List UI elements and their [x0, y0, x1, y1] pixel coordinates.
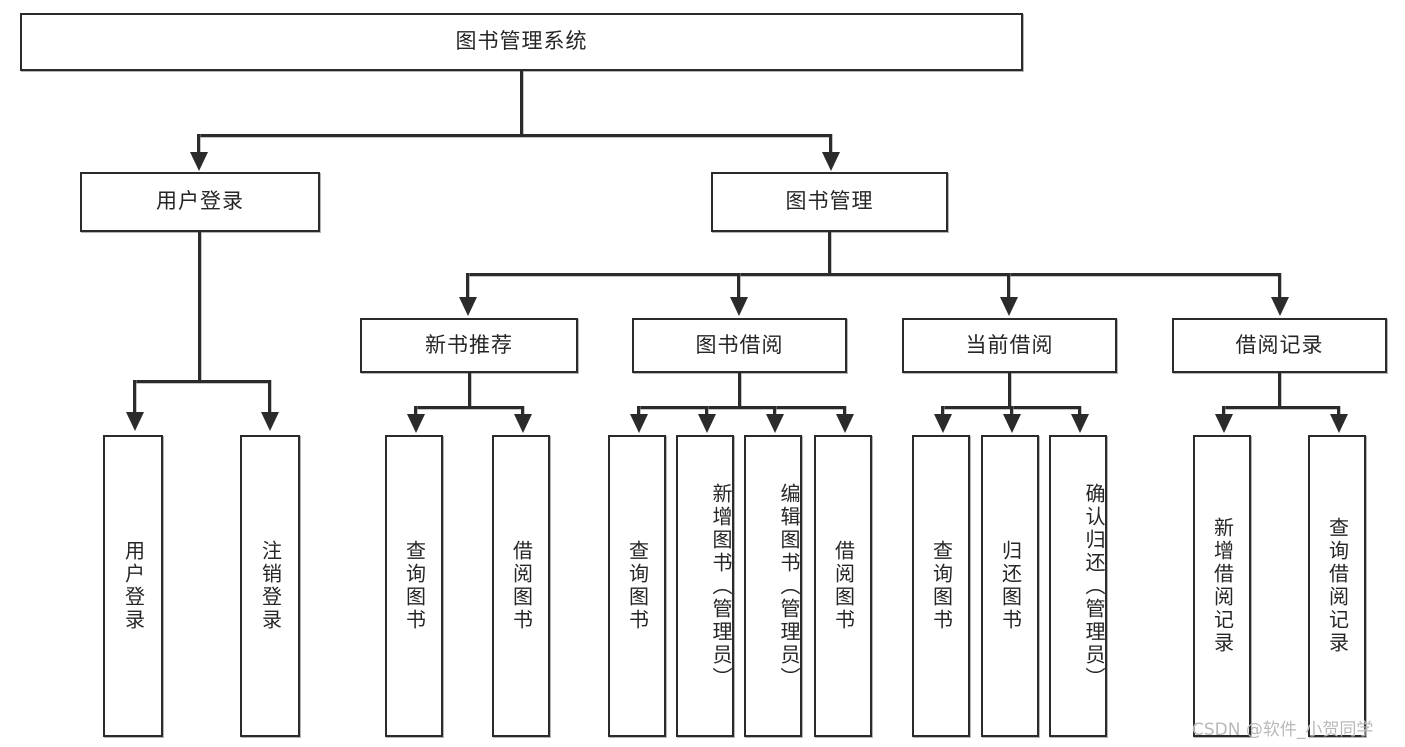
- connector-new-book-recommend-drop-1: [414, 406, 417, 416]
- arrowhead-leaf-borrow-book-1: [514, 414, 532, 433]
- node-current-borrow-label: 当前借阅: [965, 332, 1054, 357]
- arrowhead-leaf-add-book: [698, 414, 716, 433]
- node-leaf-query-book-1[interactable]: 查询图书: [385, 435, 443, 737]
- connector-book-manage-stem: [828, 232, 831, 273]
- connector-root-stem: [520, 71, 523, 134]
- connector-current-borrow-drop-3: [1078, 406, 1081, 416]
- connector-new-book-recommend-drop-2: [521, 406, 524, 416]
- node-user-login-label: 用户登录: [156, 189, 244, 214]
- connector-user-login-drop-1: [133, 380, 136, 413]
- node-leaf-add-book[interactable]: 新增图书（管理员）: [676, 435, 734, 737]
- arrowhead-leaf-query-record: [1330, 414, 1348, 433]
- connector-book-borrow-drop-3: [773, 406, 776, 416]
- node-leaf-user-login-label: 用户登录: [121, 540, 146, 632]
- arrowhead-leaf-user-login: [126, 412, 144, 431]
- arrowhead-leaf-edit-book: [766, 414, 784, 433]
- node-leaf-edit-book[interactable]: 编辑图书（管理员）: [744, 435, 802, 737]
- connector-root-to-book-manage: [829, 134, 832, 154]
- node-leaf-query-book-3[interactable]: 查询图书: [912, 435, 970, 737]
- arrowhead-leaf-confirm-return: [1071, 414, 1089, 433]
- arrowhead-book-borrow: [730, 297, 748, 316]
- connector-book-manage-drop-1: [466, 273, 469, 298]
- connector-book-borrow-stem: [738, 373, 741, 406]
- node-leaf-confirm-return-label: 确认归还（管理员）: [1082, 482, 1106, 690]
- node-leaf-query-book-3-label: 查询图书: [929, 540, 954, 632]
- arrowhead-leaf-add-record: [1215, 414, 1233, 433]
- connector-current-borrow-stem: [1008, 373, 1011, 406]
- connector-book-manage-drop-4: [1278, 273, 1281, 298]
- node-root-label: 图书管理系统: [455, 29, 588, 54]
- connector-borrow-record-stem: [1278, 373, 1281, 406]
- node-new-book-recommend[interactable]: 新书推荐: [360, 318, 578, 373]
- node-leaf-user-logout[interactable]: 注销登录: [240, 435, 300, 737]
- connector-root-bus: [197, 134, 832, 137]
- arrowhead-leaf-query-book-3: [934, 414, 952, 433]
- connector-book-manage-bus: [466, 273, 1281, 276]
- connector-new-book-recommend-stem: [468, 373, 471, 406]
- connector-book-manage-drop-2: [737, 273, 740, 298]
- connector-book-manage-drop-3: [1007, 273, 1010, 298]
- node-leaf-borrow-book-1[interactable]: 借阅图书: [492, 435, 550, 737]
- arrowhead-leaf-borrow-book-2: [836, 414, 854, 433]
- connector-user-login-bus: [133, 380, 270, 383]
- node-leaf-borrow-book-1-label: 借阅图书: [509, 540, 534, 632]
- node-borrow-record-label: 借阅记录: [1235, 332, 1324, 357]
- arrowhead-borrow-record: [1271, 297, 1289, 316]
- arrowhead-user-login: [190, 152, 208, 171]
- node-leaf-add-book-label: 新增图书（管理员）: [709, 482, 733, 690]
- node-user-login[interactable]: 用户登录: [80, 172, 320, 232]
- connector-borrow-record-bus: [1222, 406, 1340, 409]
- connector-book-borrow-drop-1: [637, 406, 640, 416]
- node-borrow-record[interactable]: 借阅记录: [1172, 318, 1387, 373]
- arrowhead-leaf-return-book: [1003, 414, 1021, 433]
- node-leaf-user-logout-label: 注销登录: [258, 540, 283, 632]
- connector-root-to-user-login: [197, 134, 200, 154]
- node-leaf-query-book-1-label: 查询图书: [402, 540, 427, 632]
- node-leaf-query-book-2-label: 查询图书: [625, 540, 650, 632]
- node-leaf-add-record-label: 新增借阅记录: [1210, 517, 1235, 655]
- arrowhead-current-borrow: [1000, 297, 1018, 316]
- node-leaf-query-record-label: 查询借阅记录: [1325, 517, 1350, 655]
- node-book-borrow[interactable]: 图书借阅: [632, 318, 847, 373]
- connector-borrow-record-drop-2: [1337, 406, 1340, 416]
- node-new-book-recommend-label: 新书推荐: [425, 332, 513, 357]
- arrowhead-book-manage: [822, 152, 840, 171]
- arrowhead-leaf-query-book-2: [630, 414, 648, 433]
- connector-user-login-drop-2: [268, 380, 271, 413]
- connector-book-borrow-bus: [637, 406, 846, 409]
- node-leaf-user-login[interactable]: 用户登录: [103, 435, 163, 737]
- node-leaf-return-book-label: 归还图书: [998, 540, 1023, 632]
- arrowhead-leaf-user-logout: [261, 412, 279, 431]
- connector-current-borrow-drop-2: [1010, 406, 1013, 416]
- node-leaf-borrow-book-2[interactable]: 借阅图书: [814, 435, 872, 737]
- connector-borrow-record-drop-1: [1222, 406, 1225, 416]
- arrowhead-new-book-recommend: [459, 297, 477, 316]
- node-current-borrow[interactable]: 当前借阅: [902, 318, 1117, 373]
- connector-book-borrow-drop-2: [705, 406, 708, 416]
- node-leaf-edit-book-label: 编辑图书（管理员）: [777, 482, 801, 690]
- connector-current-borrow-drop-1: [941, 406, 944, 416]
- node-root[interactable]: 图书管理系统: [20, 13, 1023, 71]
- connector-user-login-stem: [198, 232, 201, 380]
- node-leaf-borrow-book-2-label: 借阅图书: [831, 540, 856, 632]
- arrowhead-leaf-query-book-1: [407, 414, 425, 433]
- node-book-borrow-label: 图书借阅: [695, 332, 784, 357]
- connector-new-book-recommend-bus: [414, 406, 524, 409]
- node-leaf-query-book-2[interactable]: 查询图书: [608, 435, 666, 737]
- csdn-watermark: CSDN @软件_小贺同学: [1192, 720, 1374, 740]
- connector-book-borrow-drop-4: [843, 406, 846, 416]
- node-book-manage[interactable]: 图书管理: [711, 172, 948, 232]
- node-book-manage-label: 图书管理: [785, 189, 874, 214]
- node-leaf-add-record[interactable]: 新增借阅记录: [1193, 435, 1251, 737]
- node-leaf-query-record[interactable]: 查询借阅记录: [1308, 435, 1366, 737]
- node-leaf-confirm-return[interactable]: 确认归还（管理员）: [1049, 435, 1107, 737]
- node-leaf-return-book[interactable]: 归还图书: [981, 435, 1039, 737]
